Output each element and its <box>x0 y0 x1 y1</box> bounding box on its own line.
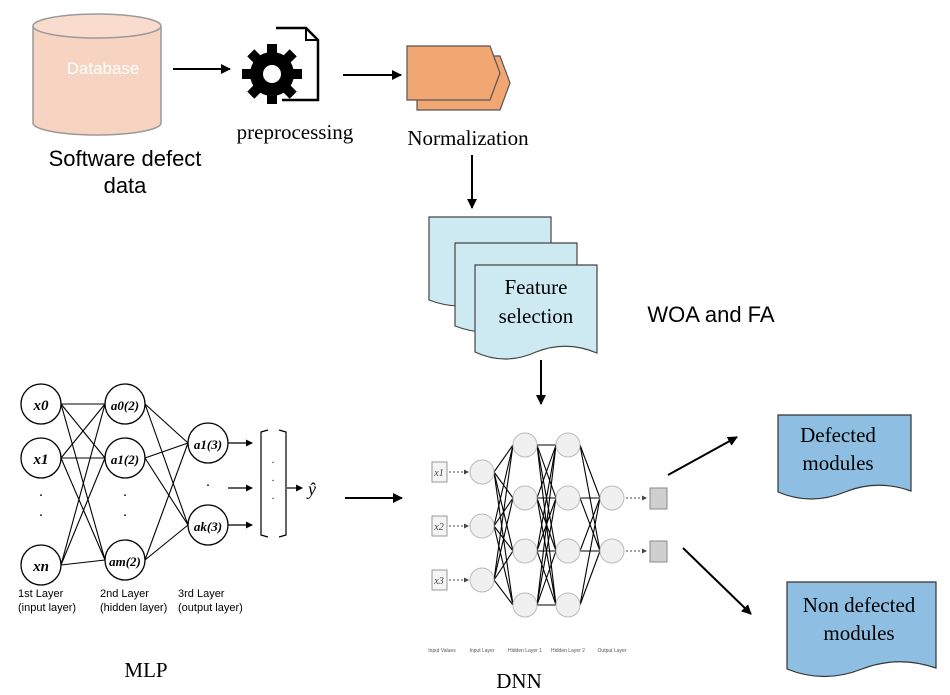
dnn-node <box>469 459 495 485</box>
mlp-input-dots: · <box>39 488 44 504</box>
dnn-input-label: x3 <box>433 576 443 587</box>
dnn-node <box>469 513 495 539</box>
mlp-output-dots: · <box>206 478 211 494</box>
defected-label-line2: modules <box>802 451 873 475</box>
dnn-bottom-label: Hidden Layer 2 <box>551 648 585 654</box>
mlp-input-label: x0 <box>33 398 50 414</box>
database-caption-line2: data <box>104 173 148 198</box>
mlp-input-dots: · <box>39 508 44 524</box>
dnn-bottom-label: Output Layer <box>598 648 627 654</box>
svg-text:·: · <box>271 494 274 505</box>
normalization-shape <box>406 45 511 111</box>
dnn-input-box <box>431 569 448 591</box>
defected-modules-document <box>777 414 912 500</box>
svg-text:·: · <box>271 476 274 487</box>
nondefected-label-line2: modules <box>823 621 894 645</box>
dnn-node <box>469 567 495 593</box>
dnn-node <box>555 432 581 458</box>
feature-selection-line2: selection <box>499 304 574 328</box>
dnn-bottom-label: Input Layer <box>469 648 494 654</box>
mlp-output-label: ak(3) <box>194 519 222 534</box>
mlp-hidden-label: a1(2) <box>111 452 139 467</box>
dnn-node <box>555 538 581 564</box>
mlp-layer2-line1: 2nd Layer <box>100 588 149 600</box>
dnn-bottom-label: Hidden Layer 1 <box>508 648 542 654</box>
dnn-bottom-label: Input Values <box>428 648 456 654</box>
dnn-input-label: x1 <box>433 468 443 479</box>
dnn-node <box>599 538 625 564</box>
mlp-hidden-label: am(2) <box>109 554 141 569</box>
mlp-layer1-line2: (input layer) <box>18 602 76 614</box>
svg-text:·: · <box>271 458 274 469</box>
dnn-node <box>555 592 581 618</box>
database-caption-line1: Software defect <box>49 146 202 171</box>
dnn-input-label: x2 <box>433 522 443 533</box>
dnn-output-box <box>649 540 668 563</box>
feature-selection-documents <box>428 216 598 360</box>
mlp-input-node <box>20 437 62 479</box>
dnn-node <box>512 432 538 458</box>
dnn-node <box>555 485 581 511</box>
mlp-hidden-node <box>104 437 146 479</box>
feature-selection-line1: Feature <box>505 275 568 299</box>
mlp-input-label: x1 <box>33 452 49 468</box>
mlp-hidden-dots: · <box>123 488 128 504</box>
mlp-layer3-line2: (output layer) <box>178 602 243 614</box>
mlp-output-symbol: ŷ <box>306 479 316 499</box>
dnn-input-box <box>431 461 448 483</box>
dnn-node <box>599 485 625 511</box>
defected-label-line1: Defected <box>800 423 876 447</box>
mlp-output-label: a1(3) <box>194 437 222 452</box>
mlp-hidden-node <box>104 539 146 581</box>
dnn-node <box>512 485 538 511</box>
mlp-hidden-dots: · <box>123 508 128 524</box>
mlp-layer1-line1: 1st Layer <box>18 588 64 600</box>
gear-icon <box>242 26 320 104</box>
dnn-network: x1 x2 x3 Input Values Input Layer Hidden… <box>428 432 668 654</box>
mlp-layer2-line2: (hidden layer) <box>100 602 167 614</box>
preprocessing-label: preprocessing <box>237 120 354 144</box>
mlp-caption: MLP <box>124 658 167 682</box>
mlp-input-label: xn <box>32 559 49 575</box>
mlp-network: x0 x1 · · xn a0(2) a1(2) · · am(2) a1(3)… <box>18 383 316 614</box>
nondefected-label-line1: Non defected <box>803 593 916 617</box>
normalization-label: Normalization <box>407 126 529 150</box>
mlp-layer3-line1: 3rd Layer <box>178 588 225 600</box>
database-cylinder: Database <box>32 13 162 136</box>
feature-selection-method: WOA and FA <box>647 302 774 327</box>
arrow-dnn-to-nondefected <box>682 547 752 615</box>
dnn-node <box>512 592 538 618</box>
mlp-hidden-label: a0(2) <box>111 398 139 413</box>
database-label: Database <box>67 59 140 78</box>
dnn-caption: DNN <box>496 669 542 693</box>
arrow-dnn-to-defected <box>667 436 738 476</box>
dnn-output-box <box>649 487 668 510</box>
nondefected-modules-document <box>786 581 937 678</box>
mlp-input-node <box>20 544 62 586</box>
mlp-hidden-node <box>104 383 146 425</box>
dnn-node <box>512 538 538 564</box>
mlp-input-node <box>20 383 62 425</box>
dnn-input-box <box>431 515 448 537</box>
